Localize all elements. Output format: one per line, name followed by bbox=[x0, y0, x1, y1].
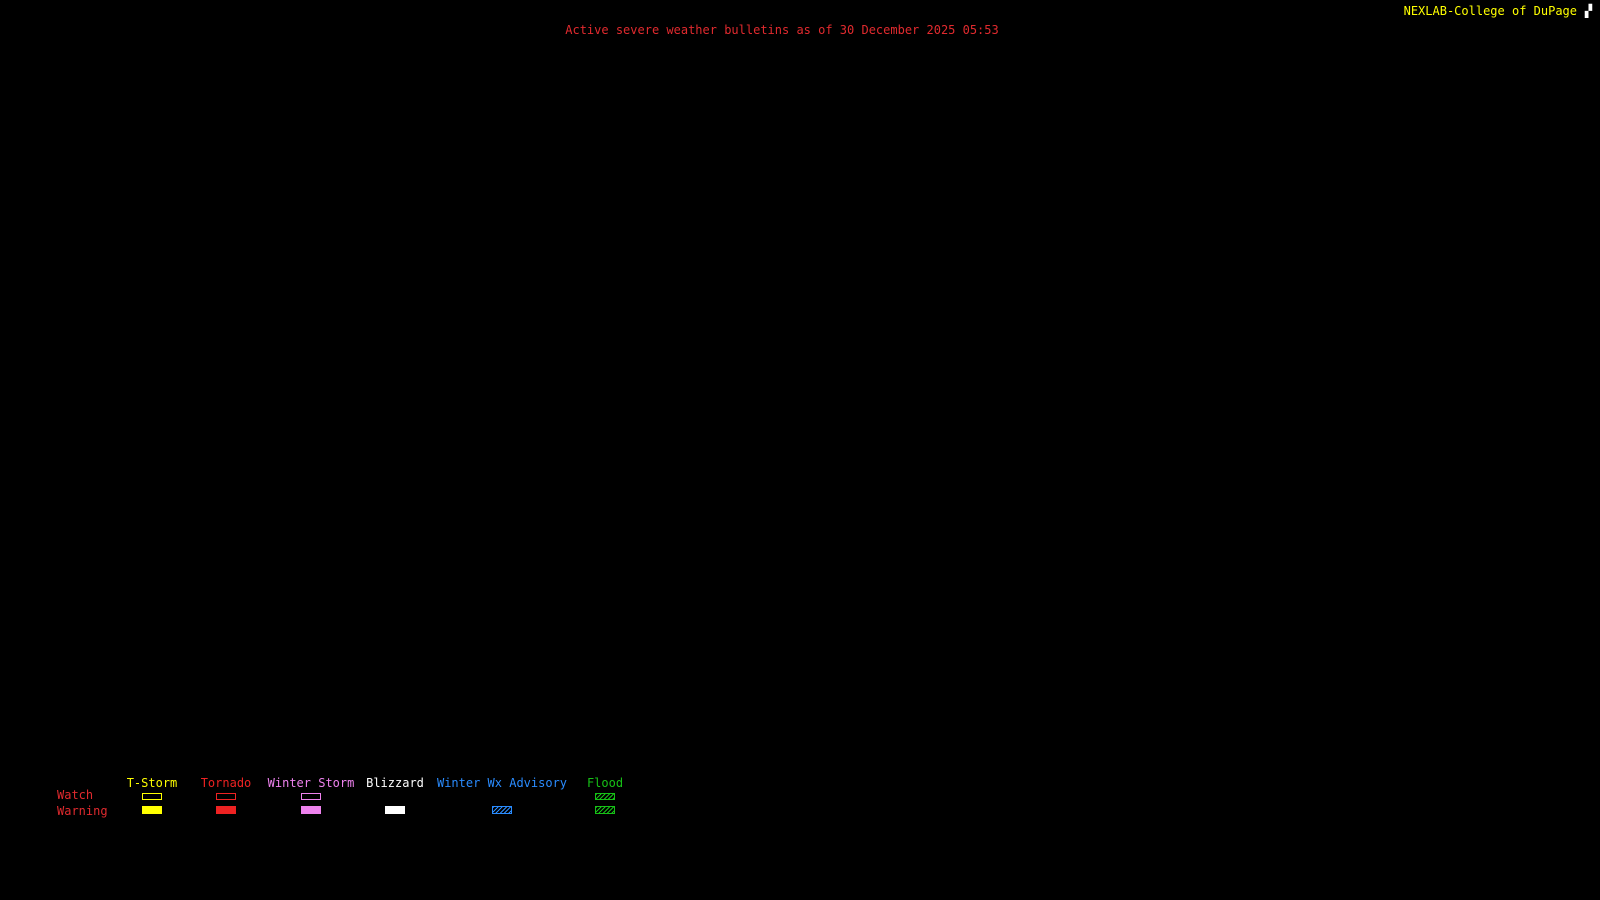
legend-label-winter-wx-advisory: Winter Wx Advisory bbox=[436, 776, 568, 790]
tornado-warning-swatch bbox=[216, 806, 236, 814]
legend-label-winter-storm: Winter Storm bbox=[267, 776, 355, 790]
tstorm-warning-swatch bbox=[142, 806, 162, 814]
legend-label-tstorm: T-Storm bbox=[126, 776, 178, 790]
legend-column-flood: Flood bbox=[570, 776, 640, 814]
bulletin-title: Active severe weather bulletins as of 30… bbox=[565, 23, 999, 37]
winter-storm-warning-swatch bbox=[301, 806, 321, 814]
legend-label-flood: Flood bbox=[586, 776, 624, 790]
tornado-watch-swatch bbox=[216, 793, 236, 800]
legend-label-tornado: Tornado bbox=[200, 776, 252, 790]
legend-column-winter-storm: Winter Storm bbox=[258, 776, 364, 814]
legend-column-tstorm: T-Storm bbox=[113, 776, 191, 814]
blizzard-warning-swatch bbox=[385, 806, 405, 814]
legend: Watch Warning T-Storm Tornado Winter Sto… bbox=[0, 776, 700, 822]
winter-storm-watch-swatch bbox=[301, 793, 321, 800]
legend-column-tornado: Tornado bbox=[187, 776, 265, 814]
attribution-text: NEXLAB-College of DuPage bbox=[1403, 4, 1577, 18]
corner-glyph-icon: ▞ bbox=[1584, 3, 1593, 18]
flood-warning-swatch bbox=[595, 806, 615, 814]
flood-watch-swatch bbox=[595, 793, 615, 800]
tstorm-watch-swatch bbox=[142, 793, 162, 800]
legend-column-blizzard: Blizzard bbox=[356, 776, 434, 814]
legend-label-blizzard: Blizzard bbox=[366, 776, 424, 790]
legend-watch-row-label: Watch bbox=[57, 788, 94, 802]
attribution: NEXLAB-College of DuPage ▞ bbox=[1404, 4, 1595, 18]
winter-wx-advisory-warning-swatch bbox=[492, 806, 512, 814]
legend-warning-row-label: Warning bbox=[57, 804, 108, 818]
legend-column-winter-wx-advisory: Winter Wx Advisory bbox=[433, 776, 571, 814]
